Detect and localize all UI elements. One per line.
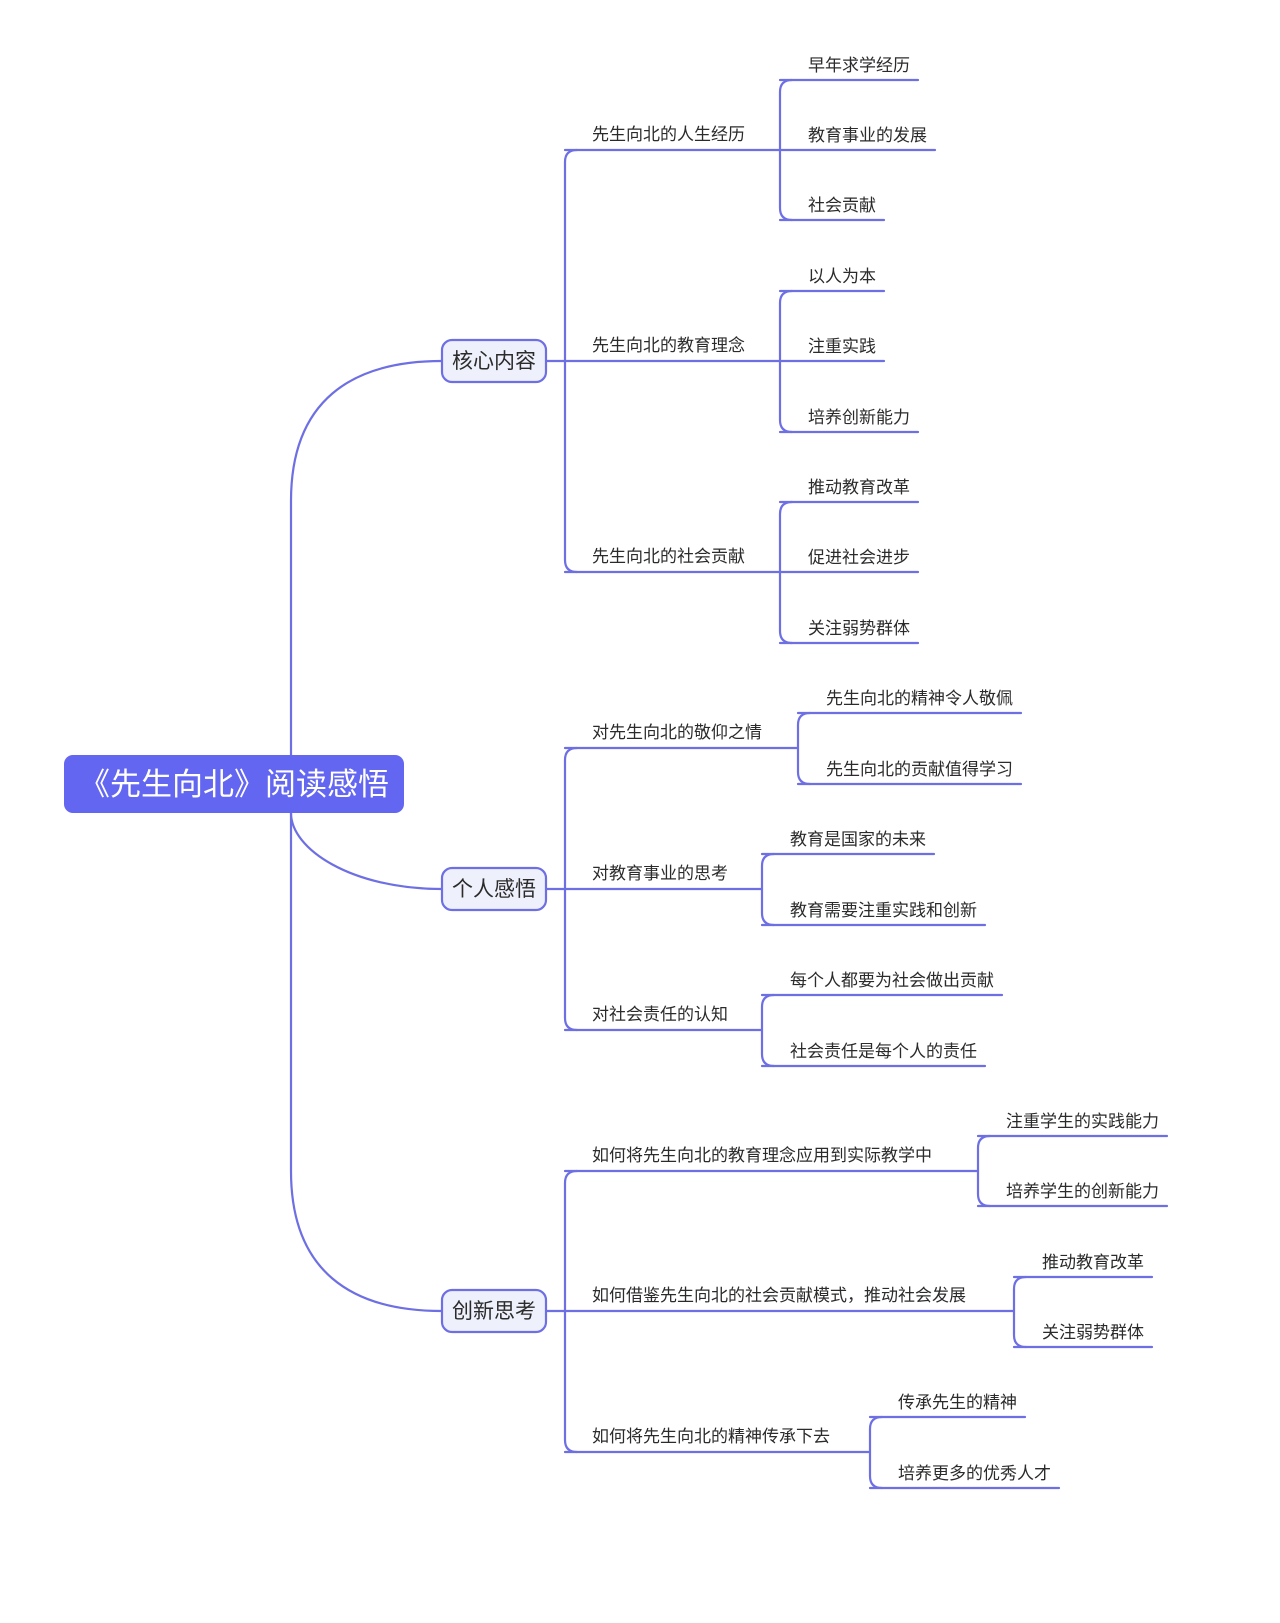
leaf-label: 促进社会进步 <box>808 548 910 568</box>
category-label: 个人感悟 <box>452 877 536 901</box>
leaf-label: 社会责任是每个人的责任 <box>790 1042 977 1062</box>
leaf-label: 推动教育改革 <box>808 478 910 498</box>
leaf-label: 先生向北的贡献值得学习 <box>826 760 1013 780</box>
sub-branch-label: 先生向北的教育理念 <box>592 335 745 356</box>
leaf-label: 教育是国家的未来 <box>790 830 926 850</box>
leaf-label: 注重学生的实践能力 <box>1006 1112 1159 1132</box>
leaf-label: 教育需要注重实践和创新 <box>790 901 977 921</box>
root-to-category-line <box>289 359 444 757</box>
leaf-label: 社会贡献 <box>808 196 876 216</box>
root-title: 《先生向北》阅读感悟 <box>79 767 389 803</box>
leaf-label: 以人为本 <box>808 267 876 287</box>
leaf-bracket-line <box>796 711 812 786</box>
category-node[interactable]: 创新思考 <box>440 1288 548 1334</box>
category-box <box>440 338 548 384</box>
leaf-bracket-line <box>760 993 776 1068</box>
category-label: 核心内容 <box>452 349 536 373</box>
sub-branch-label: 如何将先生向北的教育理念应用到实际教学中 <box>592 1145 932 1166</box>
connector-lines <box>289 78 1169 1490</box>
leaf-label: 教育事业的发展 <box>808 126 927 146</box>
leaf-label: 每个人都要为社会做出贡献 <box>790 971 994 991</box>
leaf-label: 先生向北的精神令人敬佩 <box>826 689 1013 709</box>
leaf-label: 培养创新能力 <box>808 408 910 428</box>
sub-branch-label: 对社会责任的认知 <box>592 1005 728 1025</box>
leaf-label: 推动教育改革 <box>1042 1253 1144 1273</box>
root-box <box>64 755 404 813</box>
leaf-label: 培养更多的优秀人才 <box>898 1464 1051 1484</box>
category-node[interactable]: 个人感悟 <box>440 866 548 912</box>
category-box <box>440 1288 548 1334</box>
nodes: 《先生向北》阅读感悟 核心内容 先生向北的人生经历 早年求学经历教育事业的发展社会贡献… <box>64 56 1159 1484</box>
root-node[interactable]: 《先生向北》阅读感悟 <box>64 755 404 813</box>
root-to-category-line <box>289 811 444 891</box>
leaf-bracket-line <box>1012 1275 1028 1349</box>
sub-branch-label: 先生向北的人生经历 <box>592 125 745 145</box>
sub-branch-label: 如何将先生向北的精神传承下去 <box>592 1427 830 1447</box>
root-to-category-line <box>289 811 444 1313</box>
category-box <box>440 866 548 912</box>
sub-branch-label: 对教育事业的思考 <box>592 864 728 884</box>
sub-branch-label: 先生向北的社会贡献 <box>592 547 745 567</box>
leaf-bracket-line <box>868 1415 884 1490</box>
leaf-label: 早年求学经历 <box>808 56 910 76</box>
category-node[interactable]: 核心内容 <box>440 338 548 384</box>
sub-branch-label: 对先生向北的敬仰之情 <box>592 723 762 743</box>
leaf-label: 关注弱势群体 <box>1042 1323 1144 1343</box>
leaf-label: 注重实践 <box>808 337 876 357</box>
category-label: 创新思考 <box>452 1299 536 1323</box>
leaf-bracket-line <box>760 852 776 927</box>
sub-branch-label: 如何借鉴先生向北的社会贡献模式，推动社会发展 <box>592 1286 966 1306</box>
leaf-label: 传承先生的精神 <box>898 1393 1017 1413</box>
leaf-bracket-line <box>976 1134 992 1208</box>
leaf-label: 关注弱势群体 <box>808 619 910 639</box>
leaf-label: 培养学生的创新能力 <box>1006 1182 1159 1202</box>
